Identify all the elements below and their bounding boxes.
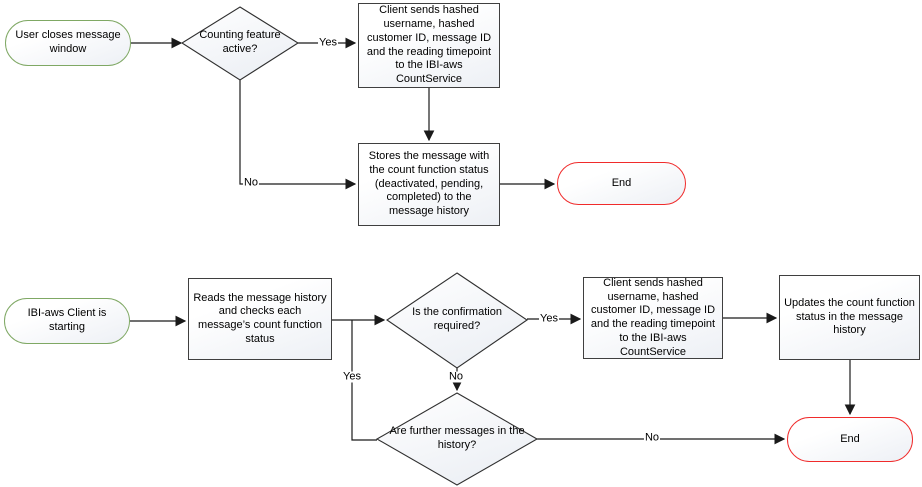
edge-label-counting-yes: Yes <box>318 36 338 49</box>
decision-diamond-counting-feature <box>180 6 300 81</box>
node-label: Is the confirmation required? <box>412 306 502 332</box>
node-label: End <box>840 432 860 445</box>
decision-label-further-messages: Are further messages in the history? <box>382 422 532 456</box>
node-label: Counting feature active? <box>199 29 281 55</box>
start-node-user-closes-window: User closes message window <box>5 20 131 66</box>
start-node-client-starting: IBI-aws Client is starting <box>4 298 130 344</box>
process-node-send-count-service-bottom: Client sends hashed username, hashed cus… <box>583 277 723 359</box>
node-label: Stores the message with the count functi… <box>368 150 490 218</box>
process-node-read-history: Reads the message history and checks eac… <box>188 278 332 360</box>
edge-further-yes-loop <box>351 320 377 441</box>
end-node-top: End <box>557 162 686 205</box>
edge-label-counting-no: No <box>242 176 260 189</box>
node-label: Updates the count function status in the… <box>784 296 915 337</box>
edge-label-further-no: No <box>643 431 661 444</box>
node-label: End <box>611 176 632 189</box>
decision-label-counting-feature: Counting feature active? <box>185 26 295 60</box>
decision-diamond-further-messages <box>375 392 539 486</box>
node-label: IBI-aws Client is starting <box>27 307 107 333</box>
edge-counting-no-to-store <box>239 80 357 190</box>
node-label: Client sends hashed username, hashed cus… <box>366 4 492 85</box>
edge-label-confirm-yes: Yes <box>539 312 559 325</box>
edge-label-confirm-no: No <box>447 370 465 383</box>
process-node-update-status: Updates the count function status in the… <box>779 275 920 360</box>
decision-diamond-confirmation-required <box>386 272 528 369</box>
node-label: Reads the message history and checks eac… <box>193 291 327 345</box>
node-label: Client sends hashed username, hashed cus… <box>590 276 716 358</box>
decision-label-confirmation-required: Is the confirmation required? <box>397 303 517 337</box>
end-node-bottom: End <box>787 417 913 462</box>
edge-label-further-yes: Yes <box>342 370 362 383</box>
node-label: Are further messages in the history? <box>389 425 525 451</box>
node-label: User closes message window <box>15 29 121 55</box>
process-node-send-count-service-top: Client sends hashed username, hashed cus… <box>358 3 500 88</box>
process-node-store-message: Stores the message with the count functi… <box>358 143 500 226</box>
